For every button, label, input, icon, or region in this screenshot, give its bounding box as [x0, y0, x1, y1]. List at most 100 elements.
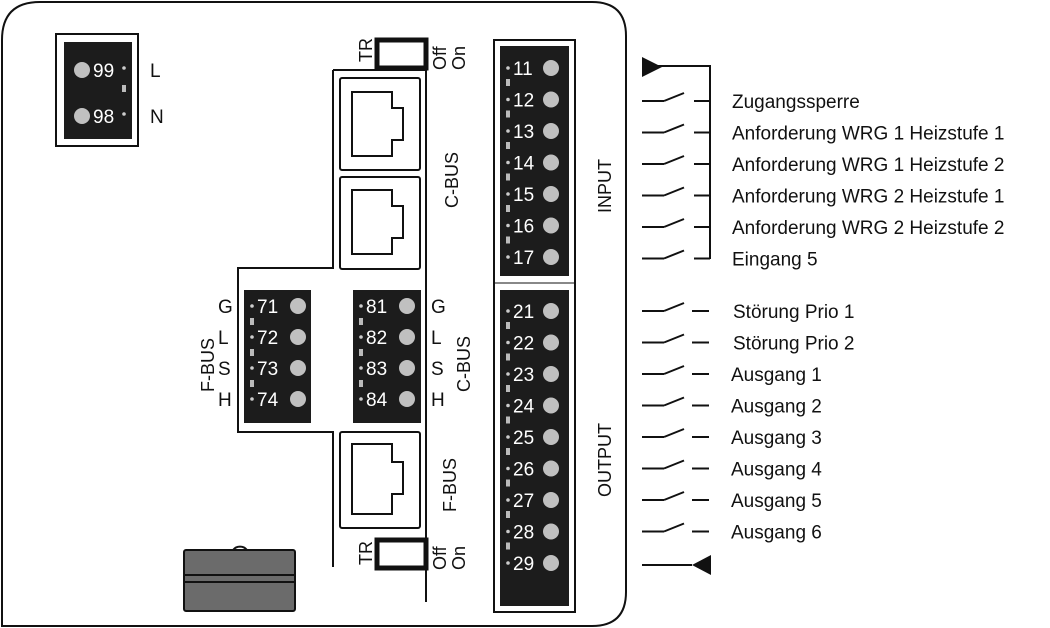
terminal-98-dot[interactable]	[74, 108, 90, 124]
terminal-15[interactable]: 15	[506, 185, 559, 212]
cbus-terminal-81[interactable]: 81	[359, 297, 415, 325]
terminal-11[interactable]: 11	[506, 59, 559, 86]
input-function-label: Zugangssperre	[732, 92, 860, 113]
output-function-2: Störung Prio 2	[642, 334, 854, 355]
terminal-number: 74	[257, 390, 279, 411]
switch-contact-icon	[642, 491, 709, 501]
terminal-number: 22	[513, 334, 534, 355]
terminal-13[interactable]: 13	[506, 122, 559, 149]
terminal-screw-icon[interactable]	[543, 249, 559, 265]
terminal-29[interactable]: 29	[506, 554, 559, 575]
power-terminal-block: 99 98 L N	[55, 33, 164, 147]
fbus-terminal-72[interactable]: 72	[250, 328, 306, 356]
terminal-screw-icon[interactable]	[290, 391, 306, 407]
input-function-4: Anforderung WRG 2 Heizstufe 1	[642, 187, 1004, 208]
terminal-screw-icon[interactable]	[399, 298, 415, 314]
terminal-screw-icon[interactable]	[543, 523, 559, 540]
terminal-screw-icon[interactable]	[543, 154, 559, 171]
output-function-5: Ausgang 3	[642, 428, 822, 449]
terminal-screw-icon[interactable]	[543, 397, 559, 414]
rj45-port-fbus[interactable]	[339, 431, 421, 529]
switch-contact-icon	[642, 155, 710, 165]
fbus-terminal-73[interactable]: 73	[250, 359, 306, 387]
termination-switch-top[interactable]: TR Off On	[356, 37, 469, 71]
rj45-port-cbus-1[interactable]	[339, 77, 421, 171]
terminal-26[interactable]: 26	[506, 460, 559, 487]
terminal-screw-icon[interactable]	[290, 329, 306, 345]
terminal-screw-icon[interactable]	[399, 391, 415, 407]
terminal-screw-icon[interactable]	[543, 429, 559, 445]
pin-marker-icon	[250, 304, 254, 308]
pin-marker-icon	[506, 66, 510, 70]
switch-contact-icon	[642, 92, 710, 102]
terminal-27[interactable]: 27	[506, 491, 559, 518]
signal-label-S: S	[431, 359, 444, 380]
terminal-screw-icon[interactable]	[290, 360, 306, 376]
terminal-screw-icon[interactable]	[543, 186, 559, 202]
terminal-screw-icon[interactable]	[543, 492, 559, 508]
termination-switch-bottom[interactable]: TR Off On	[356, 537, 469, 571]
terminal-screw-icon[interactable]	[399, 329, 415, 345]
battery-icon	[183, 545, 296, 612]
pin-marker-icon	[506, 192, 510, 196]
terminal-screw-icon[interactable]	[399, 360, 415, 376]
output-function-7: Ausgang 5	[642, 491, 822, 512]
switch-contact-icon	[642, 333, 709, 344]
terminal-screw-icon[interactable]	[543, 217, 559, 234]
output-function-label: Ausgang 4	[731, 460, 822, 481]
terminal-number: 16	[513, 217, 534, 238]
terminal-99-dot[interactable]	[74, 62, 90, 78]
cbus-terminal-83[interactable]: 83	[359, 359, 415, 387]
output-function-label: Ausgang 2	[731, 397, 822, 418]
pin-marker-icon	[359, 397, 363, 401]
fbus-terminal-74[interactable]: 74	[250, 390, 306, 411]
terminal-14[interactable]: 14	[506, 154, 559, 181]
terminal-screw-icon[interactable]	[543, 366, 559, 382]
terminal-28[interactable]: 28	[506, 523, 559, 550]
terminal-screw-icon[interactable]	[290, 298, 306, 314]
cbus-terminal-84[interactable]: 84	[359, 390, 415, 411]
power-label-N: N	[150, 107, 164, 128]
separator-icon	[506, 416, 510, 424]
terminal-screw-icon[interactable]	[543, 555, 559, 571]
terminal-screw-icon[interactable]	[543, 91, 559, 108]
output-function-label: Ausgang 6	[731, 523, 822, 544]
signal-label-G: G	[218, 297, 233, 318]
fbus-block-label: F-BUS	[198, 338, 218, 392]
cbus-terminal-82[interactable]: 82	[359, 328, 415, 356]
output-label: OUTPUT	[595, 423, 615, 497]
terminal-screw-icon[interactable]	[543, 460, 559, 477]
terminal-number: 21	[513, 302, 534, 323]
separator-icon	[506, 385, 510, 392]
separator-icon	[506, 236, 510, 244]
terminal-23[interactable]: 23	[506, 365, 559, 392]
terminal-16[interactable]: 16	[506, 217, 559, 244]
terminal-number: 29	[513, 554, 534, 575]
terminal-17[interactable]: 17	[506, 248, 559, 269]
terminal-screw-icon[interactable]	[543, 303, 559, 319]
terminal-screw-icon[interactable]	[543, 123, 559, 139]
switch-contact-icon	[642, 302, 709, 312]
switch-contact-icon	[642, 218, 710, 228]
terminal-number: 83	[366, 359, 387, 380]
terminal-22[interactable]: 22	[506, 334, 559, 361]
terminal-21[interactable]: 21	[506, 302, 559, 329]
terminal-number: 26	[513, 460, 534, 481]
terminal-25[interactable]: 25	[506, 428, 559, 455]
output-function-3: Ausgang 1	[642, 365, 822, 386]
terminal-12[interactable]: 12	[506, 91, 559, 118]
cbus-block-label: C-BUS	[454, 336, 474, 392]
terminal-24[interactable]: 24	[506, 397, 559, 424]
separator-icon	[506, 173, 510, 181]
terminal-number: 27	[513, 491, 534, 512]
signal-label-S: S	[218, 359, 231, 380]
separator-icon	[506, 511, 510, 518]
pin-marker-icon	[506, 309, 510, 313]
terminal-number: 71	[257, 297, 278, 318]
rj45-port-cbus-2[interactable]	[339, 176, 421, 270]
input-function-6: Eingang 5	[642, 250, 818, 271]
terminal-screw-icon[interactable]	[543, 60, 559, 76]
terminal-screw-icon[interactable]	[543, 334, 559, 351]
fbus-terminal-71[interactable]: 71	[250, 297, 306, 325]
